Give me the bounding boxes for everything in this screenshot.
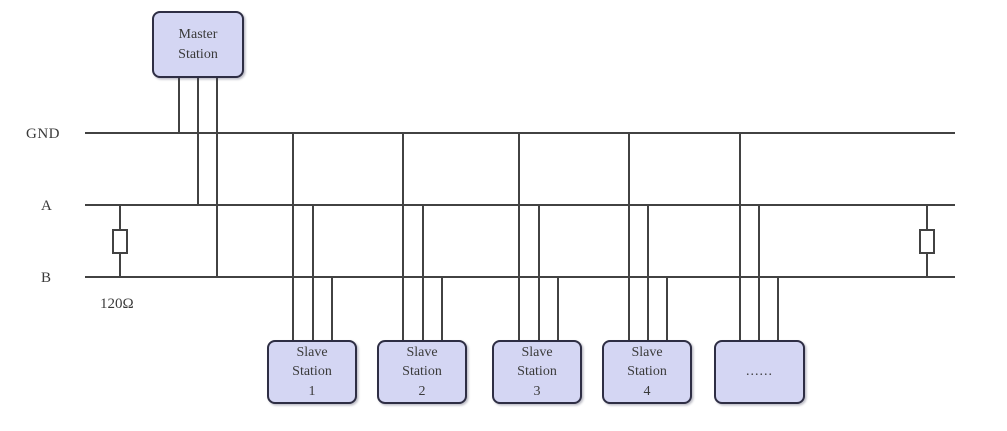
slave-station-4-box: Slave Station 4 bbox=[602, 340, 692, 404]
master-station-label-line2: Station bbox=[178, 46, 218, 62]
wire-slave4-b bbox=[666, 277, 668, 341]
wire-slave1-gnd bbox=[292, 133, 294, 341]
wire-slave1-a bbox=[312, 205, 314, 341]
slave-station-3-box: Slave Station 3 bbox=[492, 340, 582, 404]
slave4-label-line1: Slave bbox=[631, 344, 663, 360]
resistor-value-label: 120Ω bbox=[100, 296, 134, 312]
wire-slave4-a bbox=[647, 205, 649, 341]
bus-line-b bbox=[85, 276, 955, 278]
slave3-label-line2: Station bbox=[517, 364, 557, 380]
termination-resistor-left bbox=[112, 229, 128, 254]
slave3-label-line1: Slave bbox=[521, 344, 553, 360]
slave-station-1-box: Slave Station 1 bbox=[267, 340, 357, 404]
wire-slave3-gnd bbox=[518, 133, 520, 341]
wire-ellipsis-gnd bbox=[739, 133, 741, 341]
wire-slave2-b bbox=[441, 277, 443, 341]
slave-station-2-box: Slave Station 2 bbox=[377, 340, 467, 404]
wire-slave3-b bbox=[557, 277, 559, 341]
slave2-label-line1: Slave bbox=[406, 344, 438, 360]
wire-slave1-b bbox=[331, 277, 333, 341]
wire-master-a bbox=[197, 77, 199, 206]
master-station-box: Master Station bbox=[152, 11, 244, 78]
bus-label-b: B bbox=[41, 270, 52, 286]
wire-master-gnd bbox=[178, 77, 180, 134]
slave1-label-line1: Slave bbox=[296, 344, 328, 360]
slave4-label-line2: Station bbox=[627, 364, 667, 380]
more-stations-label: ...... bbox=[746, 364, 773, 380]
more-stations-box: ...... bbox=[714, 340, 805, 404]
wire-slave3-a bbox=[538, 205, 540, 341]
wire-slave2-gnd bbox=[402, 133, 404, 341]
bus-label-a: A bbox=[41, 198, 53, 214]
slave1-label-line3: 1 bbox=[308, 383, 316, 399]
master-station-label-line1: Master bbox=[178, 26, 218, 42]
wire-ellipsis-b bbox=[777, 277, 779, 341]
wire-slave4-gnd bbox=[628, 133, 630, 341]
slave3-label-line3: 3 bbox=[533, 383, 541, 399]
wire-ellipsis-a bbox=[758, 205, 760, 341]
slave2-label-line2: Station bbox=[402, 364, 442, 380]
slave2-label-line3: 2 bbox=[418, 383, 426, 399]
bus-line-a bbox=[85, 204, 955, 206]
bus-line-gnd bbox=[85, 132, 955, 134]
termination-resistor-right bbox=[919, 229, 935, 254]
wire-master-b bbox=[216, 77, 218, 278]
bus-label-gnd: GND bbox=[26, 126, 60, 142]
slave1-label-line2: Station bbox=[292, 364, 332, 380]
wire-slave2-a bbox=[422, 205, 424, 341]
slave4-label-line3: 4 bbox=[643, 383, 651, 399]
